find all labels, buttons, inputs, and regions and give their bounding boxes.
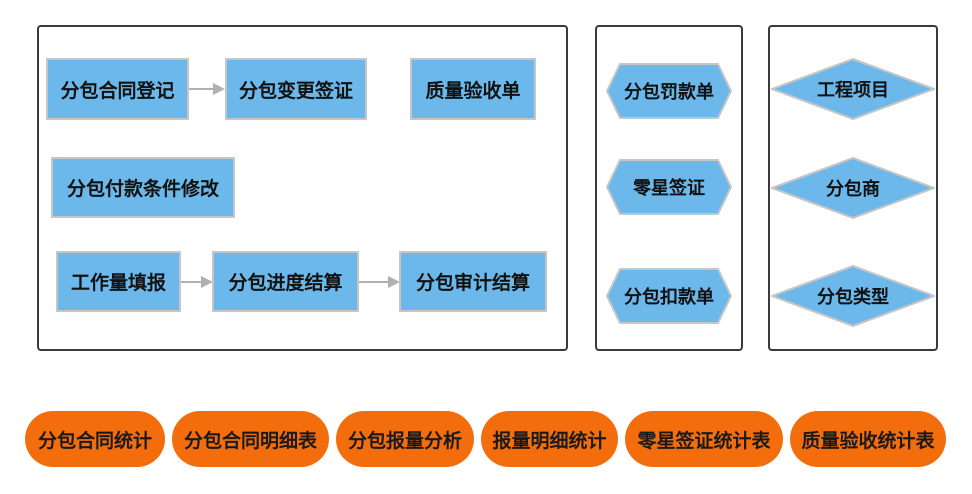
contract-change-visa-box[interactable]: 分包变更签证 [225,58,367,120]
project-item-label: 工程项目 [817,80,889,101]
quality-acceptance-form-box[interactable]: 质量验收单 [410,58,536,120]
arrow-workload-to-progress [181,276,213,288]
arrow-progress-to-audit [359,276,400,288]
arrow-register-to-change [189,83,225,95]
audit-settlement-box[interactable]: 分包审计结算 [399,251,547,312]
deduction-form-label: 分包扣款单 [624,287,714,308]
report-small-visa-stats[interactable]: 零星签证统计表 [625,411,783,467]
deduction-form-hexagon[interactable]: 分包扣款单 [606,268,732,324]
small-visa-hexagon[interactable]: 零星签证 [606,159,732,215]
diamond-shape [771,157,935,219]
report-quantity-analysis[interactable]: 分包报量分析 [336,411,474,467]
diamond-shape [771,58,935,120]
penalty-form-hexagon[interactable]: 分包罚款单 [606,63,732,119]
progress-settlement-box[interactable]: 分包进度结算 [212,251,359,312]
payment-terms-edit-box[interactable]: 分包付款条件修改 [51,157,235,218]
hexagon-shape [606,63,732,119]
report-quantity-detail-stats[interactable]: 报量明细统计 [481,411,618,467]
penalty-form-label: 分包罚款单 [624,82,714,103]
project-item-diamond[interactable]: 工程项目 [771,58,935,120]
diamond-shape [771,265,935,327]
small-visa-label: 零星签证 [633,178,705,199]
hexagon-shape [606,159,732,215]
subcontract-type-diamond[interactable]: 分包类型 [771,265,935,327]
workload-report-box[interactable]: 工作量填报 [56,251,181,312]
hexagon-shape [606,268,732,324]
report-contract-stats[interactable]: 分包合同统计 [25,411,165,467]
subcontractor-label: 分包商 [826,179,880,200]
subcontractor-diamond[interactable]: 分包商 [771,157,935,219]
contract-register-box[interactable]: 分包合同登记 [46,58,189,120]
subcontract-type-label: 分包类型 [817,287,889,308]
report-quality-acceptance-stats[interactable]: 质量验收统计表 [790,411,946,467]
report-contract-detail[interactable]: 分包合同明细表 [172,411,329,467]
